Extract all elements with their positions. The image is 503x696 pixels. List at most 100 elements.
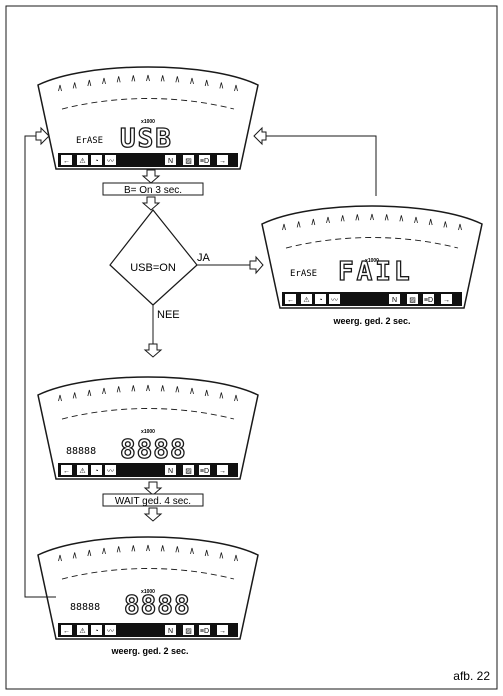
dashboard-key-glyph: N (392, 297, 397, 304)
flow-arrow-down (143, 343, 163, 358)
rpm-tick-mark (282, 223, 286, 231)
rpm-tick-mark (116, 386, 121, 393)
dashboard-key-glyph: ← (287, 297, 294, 304)
rpm-tick-scale (282, 213, 462, 231)
dashboard-key-glyph: 〰 (331, 297, 338, 304)
rpm-arc (61, 98, 235, 110)
rpm-tick-mark (87, 389, 92, 397)
dashboard-key (183, 625, 194, 635)
dashboard-key-glyph: ≡D (200, 628, 209, 635)
dashboard-display-erase-fail: x1000 ErASE FAIL ←⚠◔〰N▨≡D→ (261, 205, 483, 309)
rpm-tick-mark (58, 394, 62, 402)
dashboard-key-glyph: ≡D (200, 468, 209, 475)
dashboard-key-glyph: ≡D (424, 297, 433, 304)
dashboard-key (77, 625, 88, 635)
rpm-tick-mark (175, 546, 180, 553)
rpm-tick-mark (340, 215, 345, 222)
rpm-tick-mark (219, 82, 224, 89)
rpm-arc (285, 237, 459, 249)
rpm-multiplier: x1000 (365, 258, 379, 264)
rpm-tick-mark (219, 552, 224, 559)
dashboard-key (61, 465, 72, 475)
rpm-arc (61, 408, 235, 420)
rpm-tick-mark (355, 214, 360, 221)
flow-arrow-down (143, 481, 163, 496)
dashboard-key-glyph: ◔ (94, 158, 98, 165)
no-branch-label: NEE (157, 309, 180, 321)
rpm-tick-mark (204, 549, 209, 557)
dashboard-key-glyph: ◔ (318, 297, 322, 304)
rpm-tick-mark (204, 79, 209, 87)
dashboard-key-glyph: ≡D (200, 158, 209, 165)
dashboard-key (91, 155, 102, 165)
rpm-tick-mark (131, 385, 136, 392)
return-line-loop (24, 135, 56, 598)
display-main-text: FAIL (338, 257, 413, 287)
step-box-wait (102, 493, 204, 507)
display-prefix: ErASE (290, 269, 317, 279)
dashboard-key-glyph: ← (63, 468, 70, 475)
dashboard-key (423, 294, 434, 304)
page-border (5, 5, 498, 690)
dashboard-key (285, 294, 296, 304)
button-bar: ←⚠◔〰N▨≡D→ (58, 153, 238, 167)
dashboard-display-test-pattern-final: x1000 88888 8888 ←⚠◔〰N▨≡D→ (37, 536, 259, 640)
rpm-tick-mark (146, 384, 150, 392)
dashboard-key-glyph: ▨ (185, 628, 192, 635)
dashboard-key (407, 294, 418, 304)
dashboard-outline (37, 536, 259, 640)
figure-label: afb. 22 (453, 669, 490, 683)
display-main-text: 8888 (120, 435, 187, 465)
rpm-tick-mark (72, 82, 77, 89)
rpm-tick-mark (58, 554, 62, 562)
dashboard-key (301, 294, 312, 304)
rpm-tick-mark (102, 77, 106, 85)
dashboard-key (199, 155, 210, 165)
display-prefix: 88888 (70, 602, 100, 613)
decision-label: USB=ON (130, 262, 176, 274)
dashboard-key (105, 625, 116, 635)
dashboard-key-glyph: → (443, 297, 450, 304)
dashboard-outline (37, 66, 259, 170)
display-main-text: USB (120, 124, 173, 154)
button-bar: ←⚠◔〰N▨≡D→ (58, 623, 238, 637)
rpm-arc (61, 568, 235, 580)
display-prefix: ErASE (76, 136, 103, 146)
dashboard-key-glyph: ▨ (185, 158, 192, 165)
bottom-caption: weerg. ged. 2 sec. (110, 646, 188, 656)
rpm-tick-mark (234, 554, 238, 562)
dashboard-key (199, 625, 210, 635)
button-bar: ←⚠◔〰N▨≡D→ (282, 292, 462, 306)
dashboard-key-glyph: → (219, 158, 226, 165)
rpm-tick-mark (87, 549, 92, 557)
return-line-fail (266, 135, 377, 196)
dashboard-key-glyph: ⚠ (79, 467, 85, 475)
dashboard-key (315, 294, 326, 304)
flow-arrow-down (141, 196, 161, 211)
dashboard-key (165, 465, 176, 475)
dashboard-key (183, 155, 194, 165)
rpm-tick-mark (72, 552, 77, 559)
dashboard-key-glyph: → (219, 468, 226, 475)
rpm-tick-mark (414, 216, 418, 224)
rpm-tick-mark (370, 213, 374, 221)
rpm-tick-mark (102, 547, 106, 555)
rpm-tick-mark (160, 385, 165, 392)
dashboard-key (77, 465, 88, 475)
dashboard-key (183, 465, 194, 475)
dashboard-key-glyph: 〰 (107, 158, 114, 165)
dashboard-key-glyph: → (219, 628, 226, 635)
dashboard-key-glyph: ▨ (409, 297, 416, 304)
rpm-tick-mark (219, 392, 224, 399)
button-bar: ←⚠◔〰N▨≡D→ (58, 463, 238, 477)
rpm-tick-mark (443, 221, 448, 228)
dashboard-key (77, 155, 88, 165)
rpm-tick-scale (58, 544, 238, 562)
step-wait-label: WAIT ged. 4 sec. (115, 496, 191, 507)
dashboard-key (91, 625, 102, 635)
rpm-tick-mark (102, 387, 106, 395)
flow-arrow-right (35, 126, 50, 146)
rpm-tick-mark (296, 221, 301, 228)
rpm-tick-mark (399, 215, 404, 222)
step-box-hold (102, 182, 204, 196)
